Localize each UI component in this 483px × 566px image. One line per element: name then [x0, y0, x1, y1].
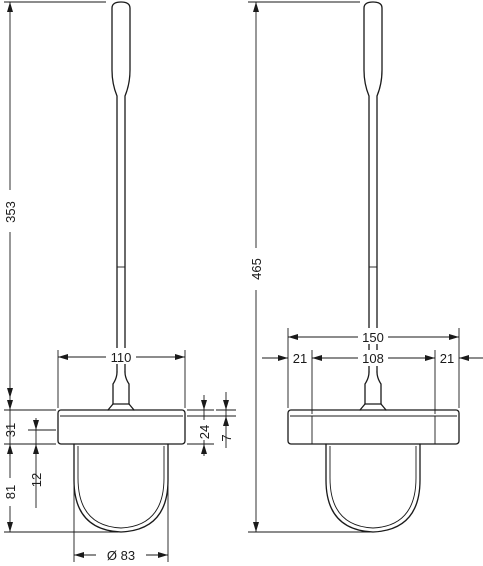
label-24: 24 [197, 425, 212, 439]
right-brush-view [287, 1, 460, 533]
left-holder-plate [57, 409, 186, 445]
right-holder-plate [287, 409, 460, 445]
label-7: 7 [219, 434, 234, 441]
dim-right-150: 150 [287, 328, 460, 408]
dim-left-24: 24 [187, 395, 214, 456]
label-110: 110 [111, 350, 132, 365]
label-31: 31 [3, 423, 18, 437]
dim-left-353: 353 [2, 1, 106, 398]
label-12: 12 [29, 473, 44, 487]
dim-left-110: 110 [57, 348, 186, 408]
right-handle-cap [363, 1, 383, 373]
dim-right-segments: 21 108 21 [262, 350, 483, 414]
dim-left-7: 7 [187, 392, 236, 448]
left-handle-flare [112, 371, 130, 405]
right-bowl [325, 443, 421, 533]
dim-left-81: 81 [2, 444, 118, 533]
left-holder-neck [107, 403, 135, 411]
right-holder-neck [359, 403, 387, 411]
label-108: 108 [362, 351, 384, 366]
left-brush-view [57, 1, 186, 533]
label-21-left: 21 [293, 351, 307, 366]
dim-right-465: 465 [248, 1, 370, 533]
label-353: 353 [3, 201, 18, 223]
left-bowl [73, 443, 169, 533]
label-150: 150 [362, 330, 384, 345]
dim-left-diameter: Ø 83 [73, 484, 169, 563]
label-diameter-83: Ø 83 [107, 548, 135, 563]
dim-left-31: 31 [3, 398, 56, 456]
right-bowl-inner [329, 446, 417, 529]
label-81: 81 [3, 485, 18, 499]
label-21-right: 21 [440, 351, 454, 366]
label-465: 465 [249, 258, 264, 280]
dim-left-12: 12 [28, 418, 56, 508]
left-bowl-inner [77, 446, 165, 529]
left-handle-cap [111, 1, 131, 373]
right-handle-flare [364, 371, 382, 405]
